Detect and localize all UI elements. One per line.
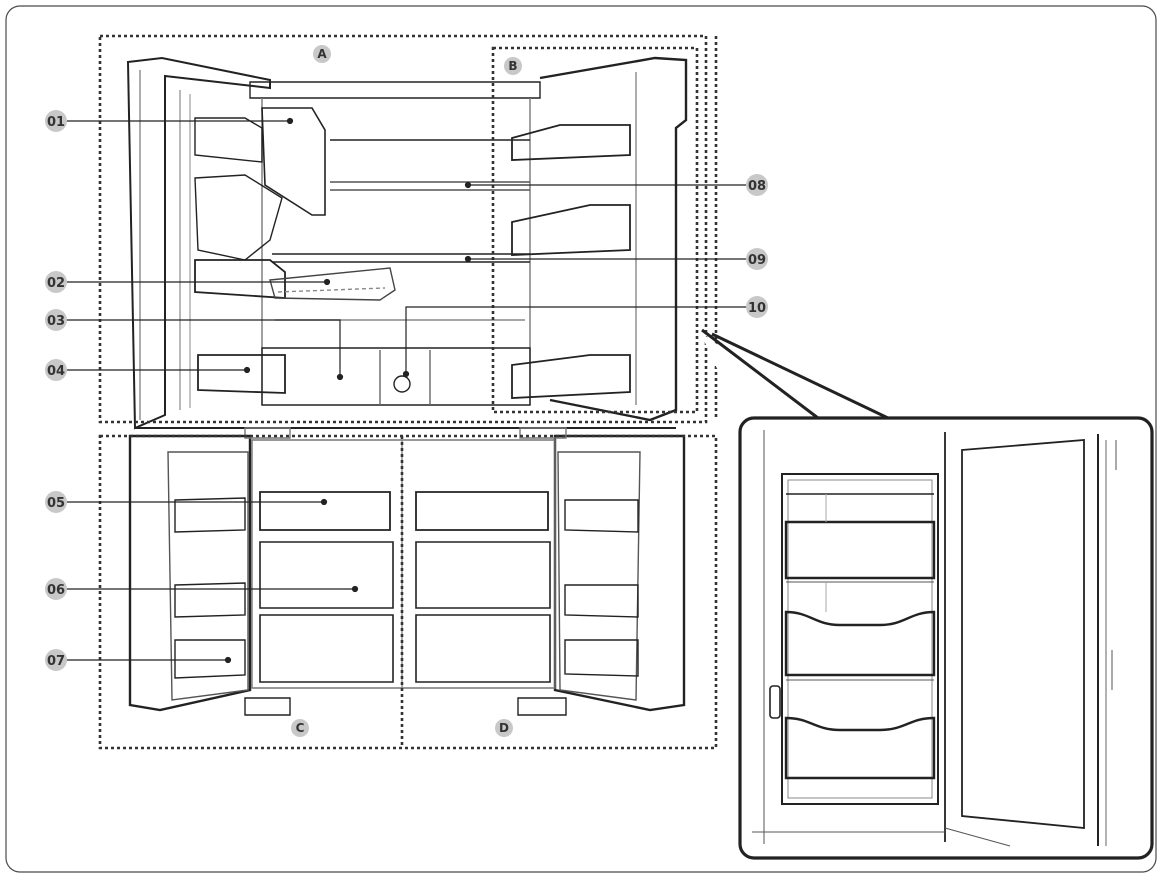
zone-b-box: [491, 46, 699, 414]
callout-09: 09: [746, 248, 768, 270]
figure-frame: [5, 5, 1157, 873]
callout-leaders: [66, 117, 746, 664]
zone-b-label: B: [508, 59, 517, 73]
callout-07-label: 07: [47, 654, 65, 669]
callout-06-label: 06: [47, 583, 65, 598]
callout-02: 02: [45, 271, 67, 293]
inset-frame: [738, 416, 1154, 860]
callout-01-label: 01: [47, 115, 65, 130]
zone-a-label: A: [317, 47, 327, 61]
callout-03: 03: [45, 309, 67, 331]
zone-a-box: [98, 34, 708, 424]
callout-08: 08: [746, 174, 768, 196]
zone-d-badge: D: [495, 719, 513, 737]
callout-08-label: 08: [748, 179, 766, 194]
zoom-inset: [700, 328, 1154, 860]
zone-cd-box: [98, 434, 718, 750]
zone-b-badge: B: [504, 57, 522, 75]
fridge-compartment: [126, 56, 688, 430]
callout-06: 06: [45, 578, 67, 600]
callout-02-label: 02: [47, 276, 65, 291]
callout-03-label: 03: [47, 314, 65, 329]
freezer-compartment: [128, 427, 686, 716]
zone-c-badge: C: [291, 719, 309, 737]
callout-10-label: 10: [748, 301, 766, 316]
callout-05: 05: [45, 491, 67, 513]
callout-01: 01: [45, 110, 67, 132]
callout-04-label: 04: [47, 364, 65, 379]
callout-07: 07: [45, 649, 67, 671]
callout-09-label: 09: [748, 253, 766, 268]
zone-a-badge: A: [313, 45, 331, 63]
callout-04: 04: [45, 359, 67, 381]
zone-c-label: C: [296, 721, 305, 735]
callout-05-label: 05: [47, 496, 65, 511]
zone-d-label: D: [499, 721, 509, 735]
callout-10: 10: [746, 296, 768, 318]
